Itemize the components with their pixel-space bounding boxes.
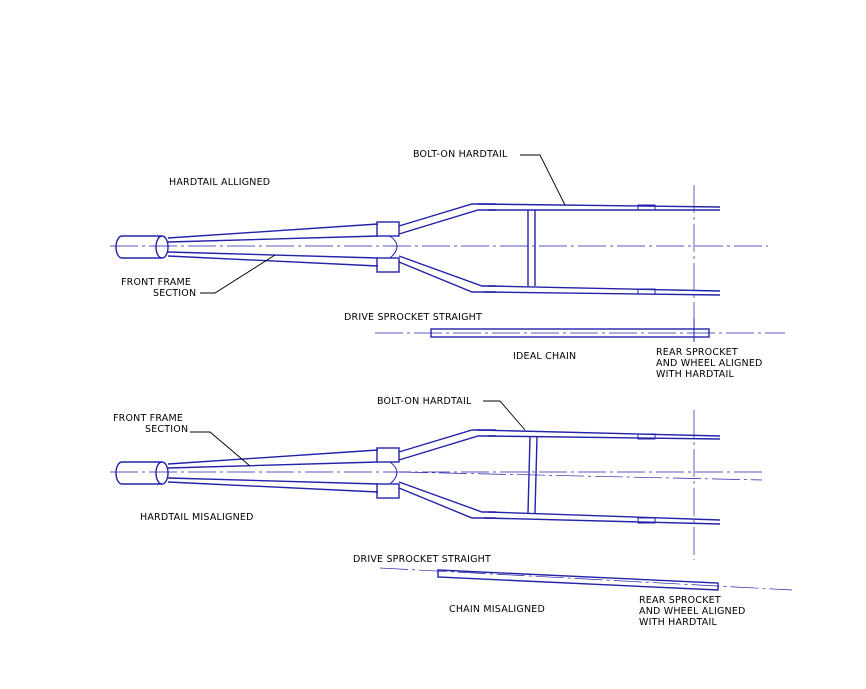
upper-stay-left — [398, 203, 496, 235]
axle-plate-lower-bottom — [637, 517, 656, 524]
neck-tube — [115, 235, 162, 259]
label-drive-sprocket-top: DRIVE SPROCKET STRAIGHT — [344, 312, 483, 323]
frame-misaligned — [110, 410, 763, 560]
label-rear-bottom-l3: WITH HARDTAIL — [639, 617, 717, 628]
lower-chain-stay — [483, 285, 721, 296]
front-frame-tubes-bottom — [167, 449, 379, 493]
label-front-frame-top-l1: FRONT FRAME — [121, 277, 192, 288]
label-front-frame-top-l2: SECTION — [153, 288, 197, 299]
upper-stay-left-bottom — [398, 429, 496, 461]
front-frame-tubes — [167, 223, 379, 267]
label-bolt-on-top: BOLT-ON HARDTAIL — [413, 149, 508, 160]
leader-bolt-on-bottom — [483, 400, 526, 431]
frame-aligned — [110, 185, 768, 318]
leader-front-frame-top — [200, 254, 276, 294]
label-chain-top: IDEAL CHAIN — [513, 351, 577, 362]
hardtail-centerline-bottom — [399, 471, 763, 481]
lower-stay-left-bottom — [398, 481, 496, 519]
upper-chain-stay-bottom — [477, 429, 721, 440]
leader-bolt-on-top — [520, 154, 566, 206]
title-misaligned: HARDTAIL MISALIGNED — [140, 512, 254, 523]
label-rear-bottom-l2: AND WHEEL ALIGNED — [639, 606, 746, 617]
junction-block-upper-bottom — [376, 447, 400, 463]
chain-centerline-bottom — [379, 567, 793, 591]
label-front-frame-bottom-l1: FRONT FRAME — [113, 413, 184, 424]
upper-chain-stay — [477, 203, 721, 211]
junction-block-upper — [376, 221, 400, 237]
label-rear-top-l3: WITH HARDTAIL — [656, 369, 734, 380]
neck-tube-bottom — [115, 461, 162, 485]
chain-aligned — [375, 318, 785, 342]
cross-brace — [527, 210, 536, 286]
junction-block-lower — [376, 257, 400, 273]
chain-misaligned — [379, 567, 793, 591]
lower-stay-left — [398, 255, 496, 293]
junction-axle-bottom — [389, 461, 398, 485]
junction-axle — [389, 235, 398, 259]
label-drive-sprocket-bottom: DRIVE SPROCKET STRAIGHT — [353, 554, 492, 565]
label-bolt-on-bottom: BOLT-ON HARDTAIL — [377, 396, 472, 407]
label-chain-bottom: CHAIN MISALIGNED — [449, 604, 545, 615]
junction-block-lower-bottom — [376, 483, 400, 499]
ideal-chain — [430, 328, 710, 338]
lower-chain-stay-bottom — [483, 511, 721, 525]
axle-plate-upper — [637, 204, 656, 211]
axle-plate-upper-bottom — [637, 433, 656, 440]
neck-tube-end-bottom — [155, 461, 169, 485]
title-aligned: HARDTAIL ALLIGNED — [169, 177, 271, 188]
label-rear-top-l1: REAR SPROCKET — [656, 347, 738, 358]
misaligned-chain — [437, 569, 719, 591]
label-rear-top-l2: AND WHEEL ALIGNED — [656, 358, 763, 369]
axle-plate-lower — [637, 288, 656, 295]
leader-front-frame-bottom — [190, 431, 251, 467]
cross-brace-bottom — [527, 436, 538, 514]
label-rear-bottom-l1: REAR SPROCKET — [639, 595, 721, 606]
label-front-frame-bottom-l2: SECTION — [145, 424, 189, 435]
neck-tube-end — [155, 235, 169, 259]
